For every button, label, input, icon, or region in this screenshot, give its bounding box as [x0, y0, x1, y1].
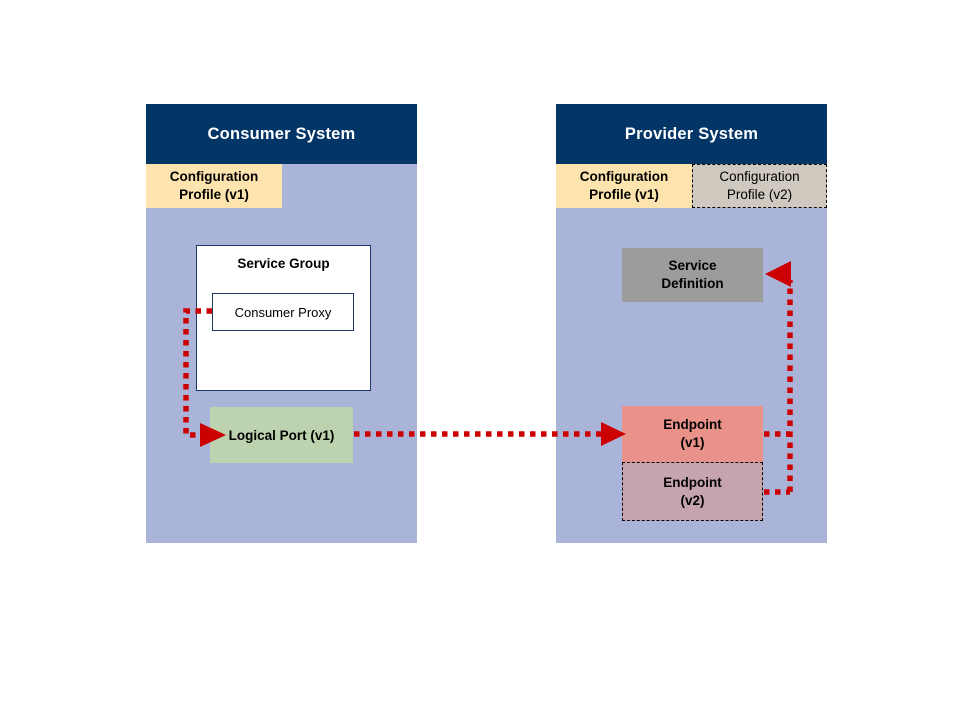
consumer-system-panel: Consumer System Configuration Profile (v… — [146, 104, 417, 543]
consumer-proxy-box[interactable]: Consumer Proxy — [212, 293, 354, 331]
logical-port-label: Logical Port (v1) — [228, 427, 335, 443]
endpoint-v2-line2: (v2) — [680, 492, 705, 508]
provider-config-v1-line1: Configuration — [579, 169, 669, 185]
endpoint-v2-line1: Endpoint — [663, 474, 722, 490]
provider-system-panel: Provider System Configuration Profile (v… — [556, 104, 827, 543]
service-definition-line2: Definition — [661, 276, 724, 291]
service-group-label: Service Group — [237, 256, 330, 271]
logical-port-box[interactable]: Logical Port (v1) — [210, 407, 353, 463]
provider-system-title: Provider System — [556, 104, 827, 164]
provider-config-v2-line1: Configuration — [719, 169, 800, 185]
provider-configuration-profile-v2[interactable]: Configuration Profile (v2) — [692, 164, 827, 208]
endpoint-v2-box[interactable]: Endpoint (v2) — [622, 462, 763, 521]
endpoint-v1-box[interactable]: Endpoint (v1) — [622, 406, 763, 462]
provider-config-v2-line2: Profile (v2) — [726, 187, 793, 202]
endpoint-v1-line1: Endpoint — [663, 417, 722, 433]
endpoint-v1-line2: (v1) — [680, 435, 705, 450]
service-definition-box[interactable]: Service Definition — [622, 248, 763, 302]
service-definition-line1: Service — [668, 258, 717, 274]
consumer-system-title: Consumer System — [146, 104, 417, 164]
consumer-configuration-profile-v1[interactable]: Configuration Profile (v1) — [146, 164, 282, 208]
consumer-config-v1-line2: Profile (v1) — [179, 187, 249, 202]
provider-configuration-profile-v1[interactable]: Configuration Profile (v1) — [556, 164, 692, 208]
consumer-proxy-label: Consumer Proxy — [234, 304, 332, 320]
consumer-config-v1-line1: Configuration — [169, 169, 259, 185]
provider-config-v1-line2: Profile (v1) — [589, 187, 659, 202]
